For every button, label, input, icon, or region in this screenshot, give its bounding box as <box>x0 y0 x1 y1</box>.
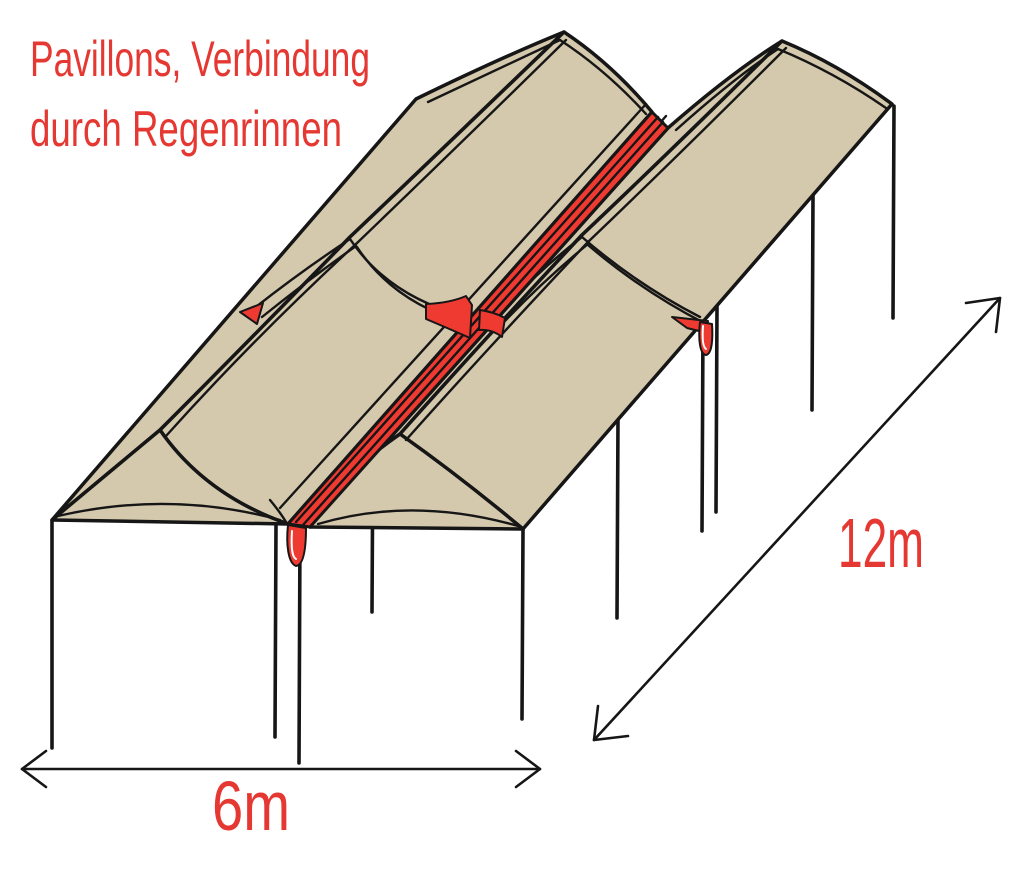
tent-leg <box>273 522 278 739</box>
tent-leg <box>714 304 719 514</box>
arrow-6m-left-head <box>20 749 48 789</box>
cross-gutter-left-junction <box>425 295 473 339</box>
depth-dimension-label: 12m <box>838 504 924 582</box>
cross-gutter-left-drain <box>239 302 264 325</box>
diagram-title-line-2: durch Regenrinnen <box>30 101 342 157</box>
diagram-title-line-1: Pavillons, Verbindung <box>30 31 370 87</box>
rain-gutter-cross-left <box>239 295 473 339</box>
arrow-12m-shaft <box>592 296 1002 742</box>
tent-leg <box>891 104 896 320</box>
gutter-front-drip-highlight <box>290 530 297 560</box>
tent-leg <box>297 527 302 765</box>
width-dimension-label: 6m <box>212 767 290 845</box>
cross-gutter-right-drip <box>698 321 714 356</box>
dimension-arrow-12m <box>592 296 1002 742</box>
gutter-front-drip <box>286 524 307 567</box>
cross-gutter-right-drip-highlight <box>701 325 707 350</box>
tent-leg <box>520 528 525 721</box>
arrow-12m-top-head <box>964 296 1002 334</box>
tent-leg <box>810 194 815 412</box>
arrow-12m-bottom-head <box>592 704 630 742</box>
rain-gutter-cross-right <box>478 309 714 356</box>
arrow-6m-right-head <box>514 749 542 789</box>
tent-leg <box>700 320 705 533</box>
rain-gutter-inner-edge <box>294 115 660 524</box>
tent-leg <box>615 416 620 620</box>
cross-gutter-right-junction <box>478 309 506 338</box>
left-pavilion-row <box>50 30 654 526</box>
dimension-arrow-6m <box>20 749 542 789</box>
